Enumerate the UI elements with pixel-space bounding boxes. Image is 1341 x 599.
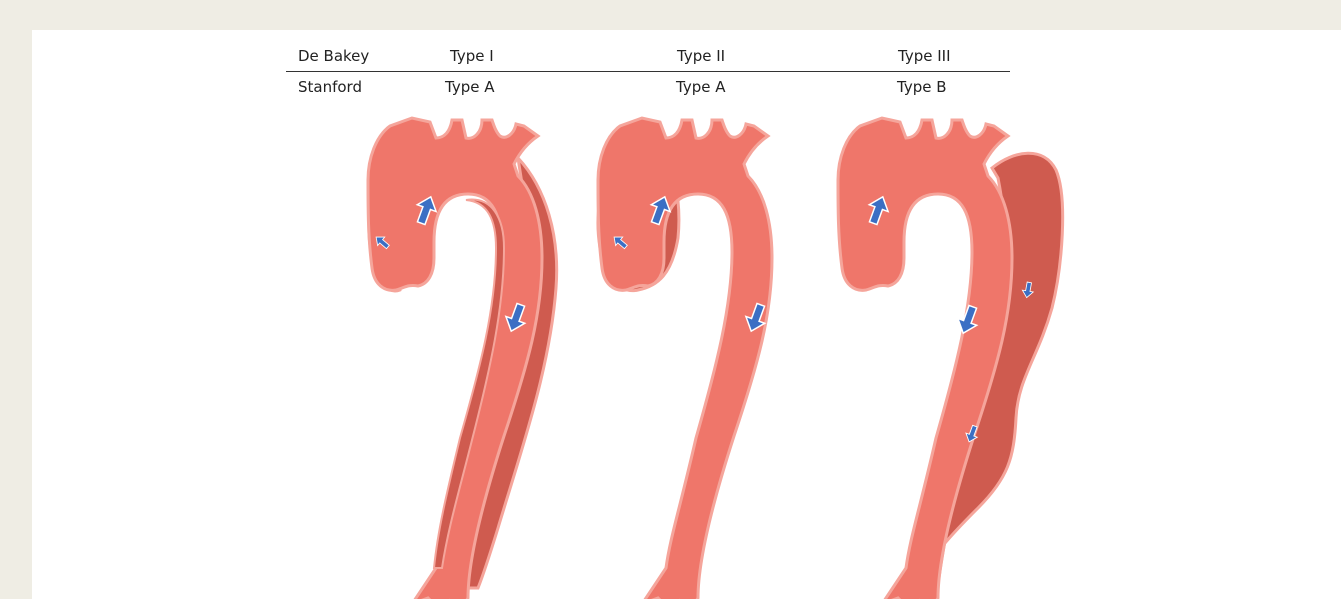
aorta-type-1	[368, 118, 557, 599]
aorta-type-3	[838, 118, 1063, 599]
aorta-type-2	[598, 118, 772, 599]
